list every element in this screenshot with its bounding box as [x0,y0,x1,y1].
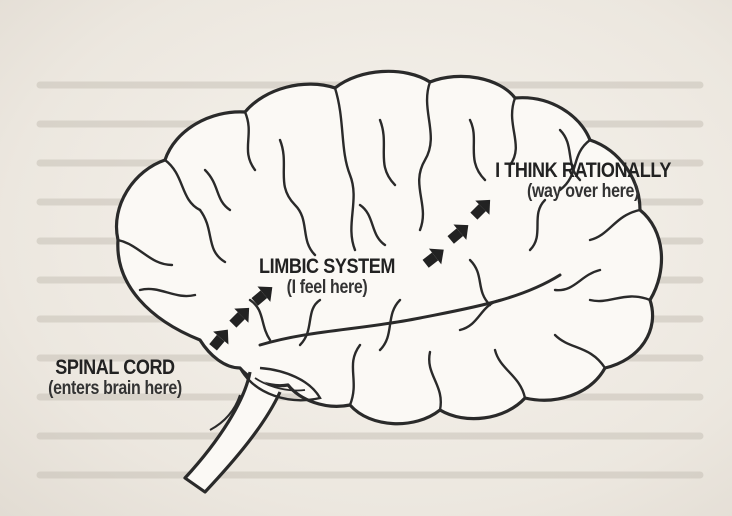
spinal-title: SPINAL CORD [25,357,206,379]
limbic-subtitle: (I feel here) [239,278,415,298]
rational-title: I THINK RATIONALLY [467,160,699,182]
label-limbic: LIMBIC SYSTEM (I feel here) [222,256,432,298]
label-spinal: SPINAL CORD (enters brain here) [10,357,220,399]
label-rational: I THINK RATIONALLY (way over here) [448,160,718,202]
limbic-title: LIMBIC SYSTEM [237,256,418,278]
spinal-subtitle: (enters brain here) [27,379,203,399]
rational-subtitle: (way over here) [470,182,697,202]
